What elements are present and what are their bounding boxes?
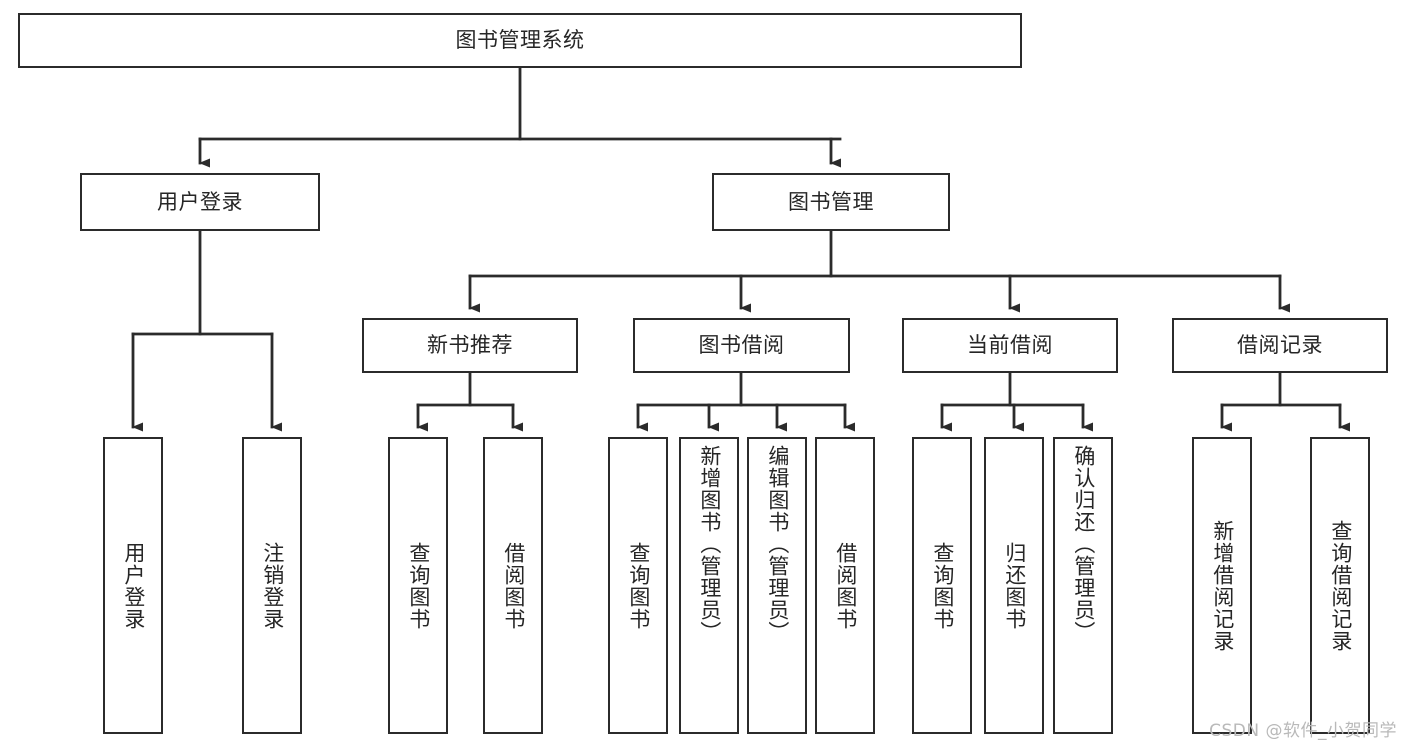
node-book-manage[interactable]: 图书管理 [712, 173, 950, 231]
node-leaf-return-book-label: 归还图书 [1002, 541, 1027, 630]
node-user-login-label: 用户登录 [157, 189, 243, 214]
node-leaf-return-book[interactable]: 归还图书 [984, 437, 1044, 734]
node-leaf-add-book-label: 新增图书（管理员） [697, 445, 722, 643]
node-leaf-query-book-2-label: 查询图书 [626, 541, 651, 630]
node-leaf-query-book-1-label: 查询图书 [406, 541, 431, 630]
node-book-borrow[interactable]: 图书借阅 [633, 318, 850, 373]
node-new-book-rec[interactable]: 新书推荐 [362, 318, 578, 373]
node-leaf-edit-book-label: 编辑图书（管理员） [765, 445, 790, 643]
node-leaf-borrow-book-1[interactable]: 借阅图书 [483, 437, 543, 734]
node-leaf-user-login[interactable]: 用户登录 [103, 437, 163, 734]
node-leaf-add-record[interactable]: 新增借阅记录 [1192, 437, 1252, 734]
node-book-borrow-label: 图书借阅 [698, 333, 785, 358]
node-leaf-borrow-book-2-label: 借阅图书 [833, 541, 858, 630]
node-leaf-query-record[interactable]: 查询借阅记录 [1310, 437, 1370, 734]
node-leaf-confirm-return[interactable]: 确认归还（管理员） [1053, 437, 1113, 734]
node-leaf-confirm-return-label: 确认归还（管理员） [1071, 445, 1096, 643]
node-leaf-query-book-1[interactable]: 查询图书 [388, 437, 448, 734]
node-user-login[interactable]: 用户登录 [80, 173, 320, 231]
node-leaf-user-login-label: 用户登录 [121, 541, 146, 630]
node-borrow-record[interactable]: 借阅记录 [1172, 318, 1388, 373]
node-leaf-query-book-3[interactable]: 查询图书 [912, 437, 972, 734]
node-leaf-borrow-book-1-label: 借阅图书 [501, 541, 526, 630]
node-new-book-rec-label: 新书推荐 [427, 333, 513, 358]
node-leaf-query-record-label: 查询借阅记录 [1328, 519, 1353, 652]
node-leaf-edit-book[interactable]: 编辑图书（管理员） [747, 437, 807, 734]
node-leaf-query-book-2[interactable]: 查询图书 [608, 437, 668, 734]
node-leaf-borrow-book-2[interactable]: 借阅图书 [815, 437, 875, 734]
node-current-borrow-label: 当前借阅 [967, 333, 1053, 358]
node-leaf-add-book[interactable]: 新增图书（管理员） [679, 437, 739, 734]
node-leaf-user-logout-label: 注销登录 [260, 541, 285, 630]
node-book-manage-label: 图书管理 [788, 189, 874, 214]
csdn-watermark: CSDN @软件_小贺同学 [1209, 721, 1397, 741]
node-borrow-record-label: 借阅记录 [1237, 333, 1323, 358]
node-root-label: 图书管理系统 [455, 28, 585, 53]
node-root-system[interactable]: 图书管理系统 [18, 13, 1022, 68]
node-leaf-add-record-label: 新增借阅记录 [1210, 519, 1235, 652]
node-leaf-query-book-3-label: 查询图书 [930, 541, 955, 630]
node-current-borrow[interactable]: 当前借阅 [902, 318, 1118, 373]
node-leaf-user-logout[interactable]: 注销登录 [242, 437, 302, 734]
